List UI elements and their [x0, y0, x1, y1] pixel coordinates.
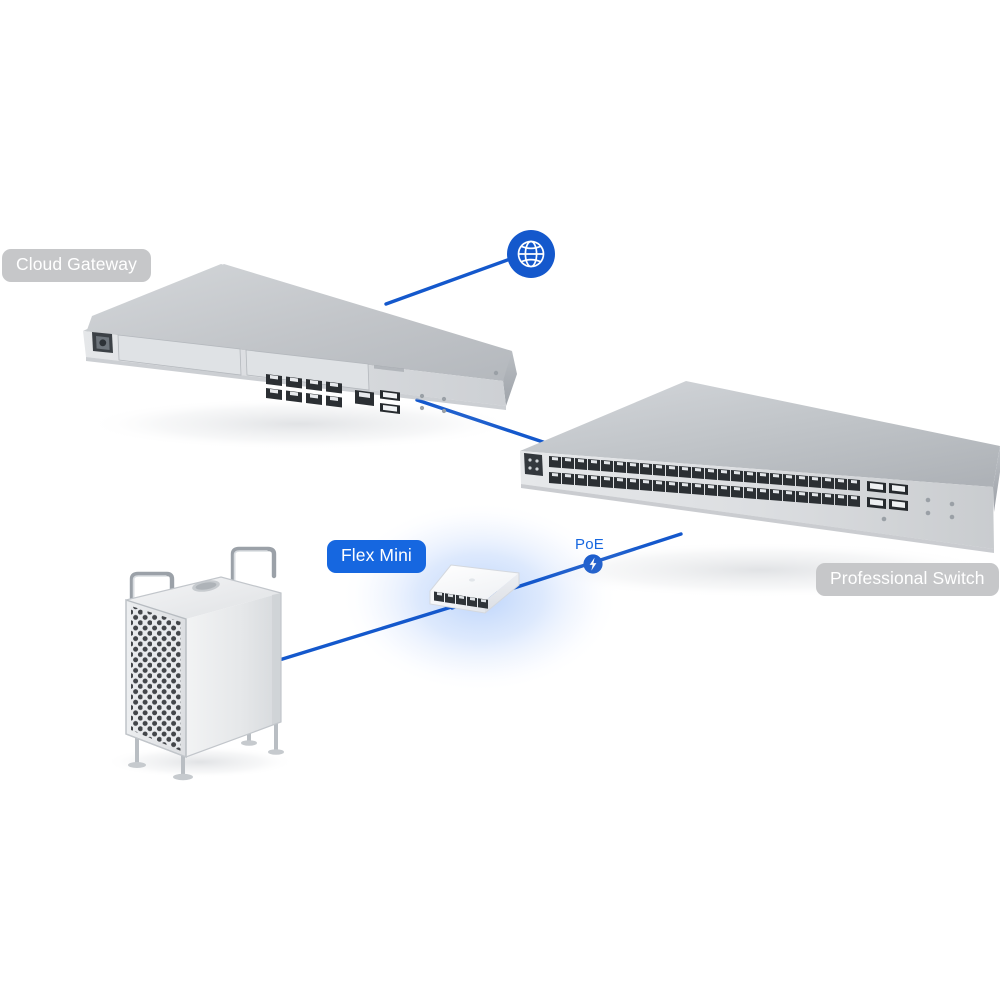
professional-switch-front: [520, 451, 994, 549]
device-flex-mini[interactable]: [429, 564, 520, 614]
cloud-gateway-sfp-ports: [380, 390, 400, 414]
flex-mini-top: [430, 565, 519, 601]
label-cloud-gateway[interactable]: Cloud Gateway: [2, 249, 151, 282]
workstation-tower-shadow: [105, 746, 295, 778]
flex-mini-rj45-ports: [434, 591, 488, 609]
label-flex-mini[interactable]: Flex Mini: [327, 540, 426, 573]
link-internet-to-gateway[interactable]: [384, 256, 515, 306]
globe-icon: [517, 240, 545, 268]
label-professional-switch-text: Professional Switch: [830, 568, 985, 588]
cloud-gateway-power-inlet: [92, 332, 113, 353]
workstation-tower-handle-highlight: [132, 550, 268, 608]
flex-mini-led: [469, 578, 475, 582]
cloud-gateway-right-side: [503, 351, 517, 406]
workstation-tower-body-edge: [272, 593, 281, 725]
cloud-gateway-drive-bay-1: [117, 334, 242, 376]
label-professional-switch[interactable]: Professional Switch: [816, 563, 999, 596]
workstation-tower-top-slot-inner: [195, 582, 217, 590]
workstation-tower-grille: [131, 606, 181, 751]
professional-switch-top: [520, 381, 1000, 487]
label-poe-text: PoE: [575, 536, 604, 553]
internet-node[interactable]: [507, 230, 555, 278]
device-professional-switch[interactable]: [520, 381, 1000, 598]
cloud-gateway-drive-bay-2: [245, 349, 370, 391]
device-cloud-gateway[interactable]: [83, 264, 517, 450]
cloud-gateway-rj45-ports: [266, 374, 342, 408]
professional-switch-rack-ear: [925, 497, 955, 520]
cloud-gateway-side-screw: [493, 370, 499, 376]
workstation-tower-handles: [129, 546, 277, 611]
cloud-gateway-combo-port: [355, 390, 374, 406]
device-workstation-tower[interactable]: [105, 546, 295, 781]
professional-switch-power-inlet: [524, 453, 543, 476]
label-cloud-gateway-text: Cloud Gateway: [16, 254, 137, 274]
label-poe: PoE: [575, 537, 604, 552]
workstation-tower-top: [126, 577, 281, 619]
professional-switch-side-screw: [881, 516, 887, 522]
cloud-gateway-vent: [374, 365, 404, 372]
workstation-tower-outline: [125, 576, 282, 758]
cloud-gateway-top: [83, 264, 512, 381]
cloud-gateway-rack-ear: [419, 393, 447, 414]
flex-mini-right: [485, 573, 519, 613]
professional-switch-rj45-ports: [549, 456, 860, 507]
workstation-tower-body: [186, 593, 281, 757]
cloud-gateway-shadow: [85, 398, 515, 450]
label-flex-mini-text: Flex Mini: [341, 545, 412, 565]
professional-switch-bottom-edge: [521, 484, 994, 553]
flex-mini-outline: [429, 564, 520, 614]
professional-switch-sfp-ports: [867, 481, 908, 511]
professional-switch-right-side: [993, 446, 1000, 512]
